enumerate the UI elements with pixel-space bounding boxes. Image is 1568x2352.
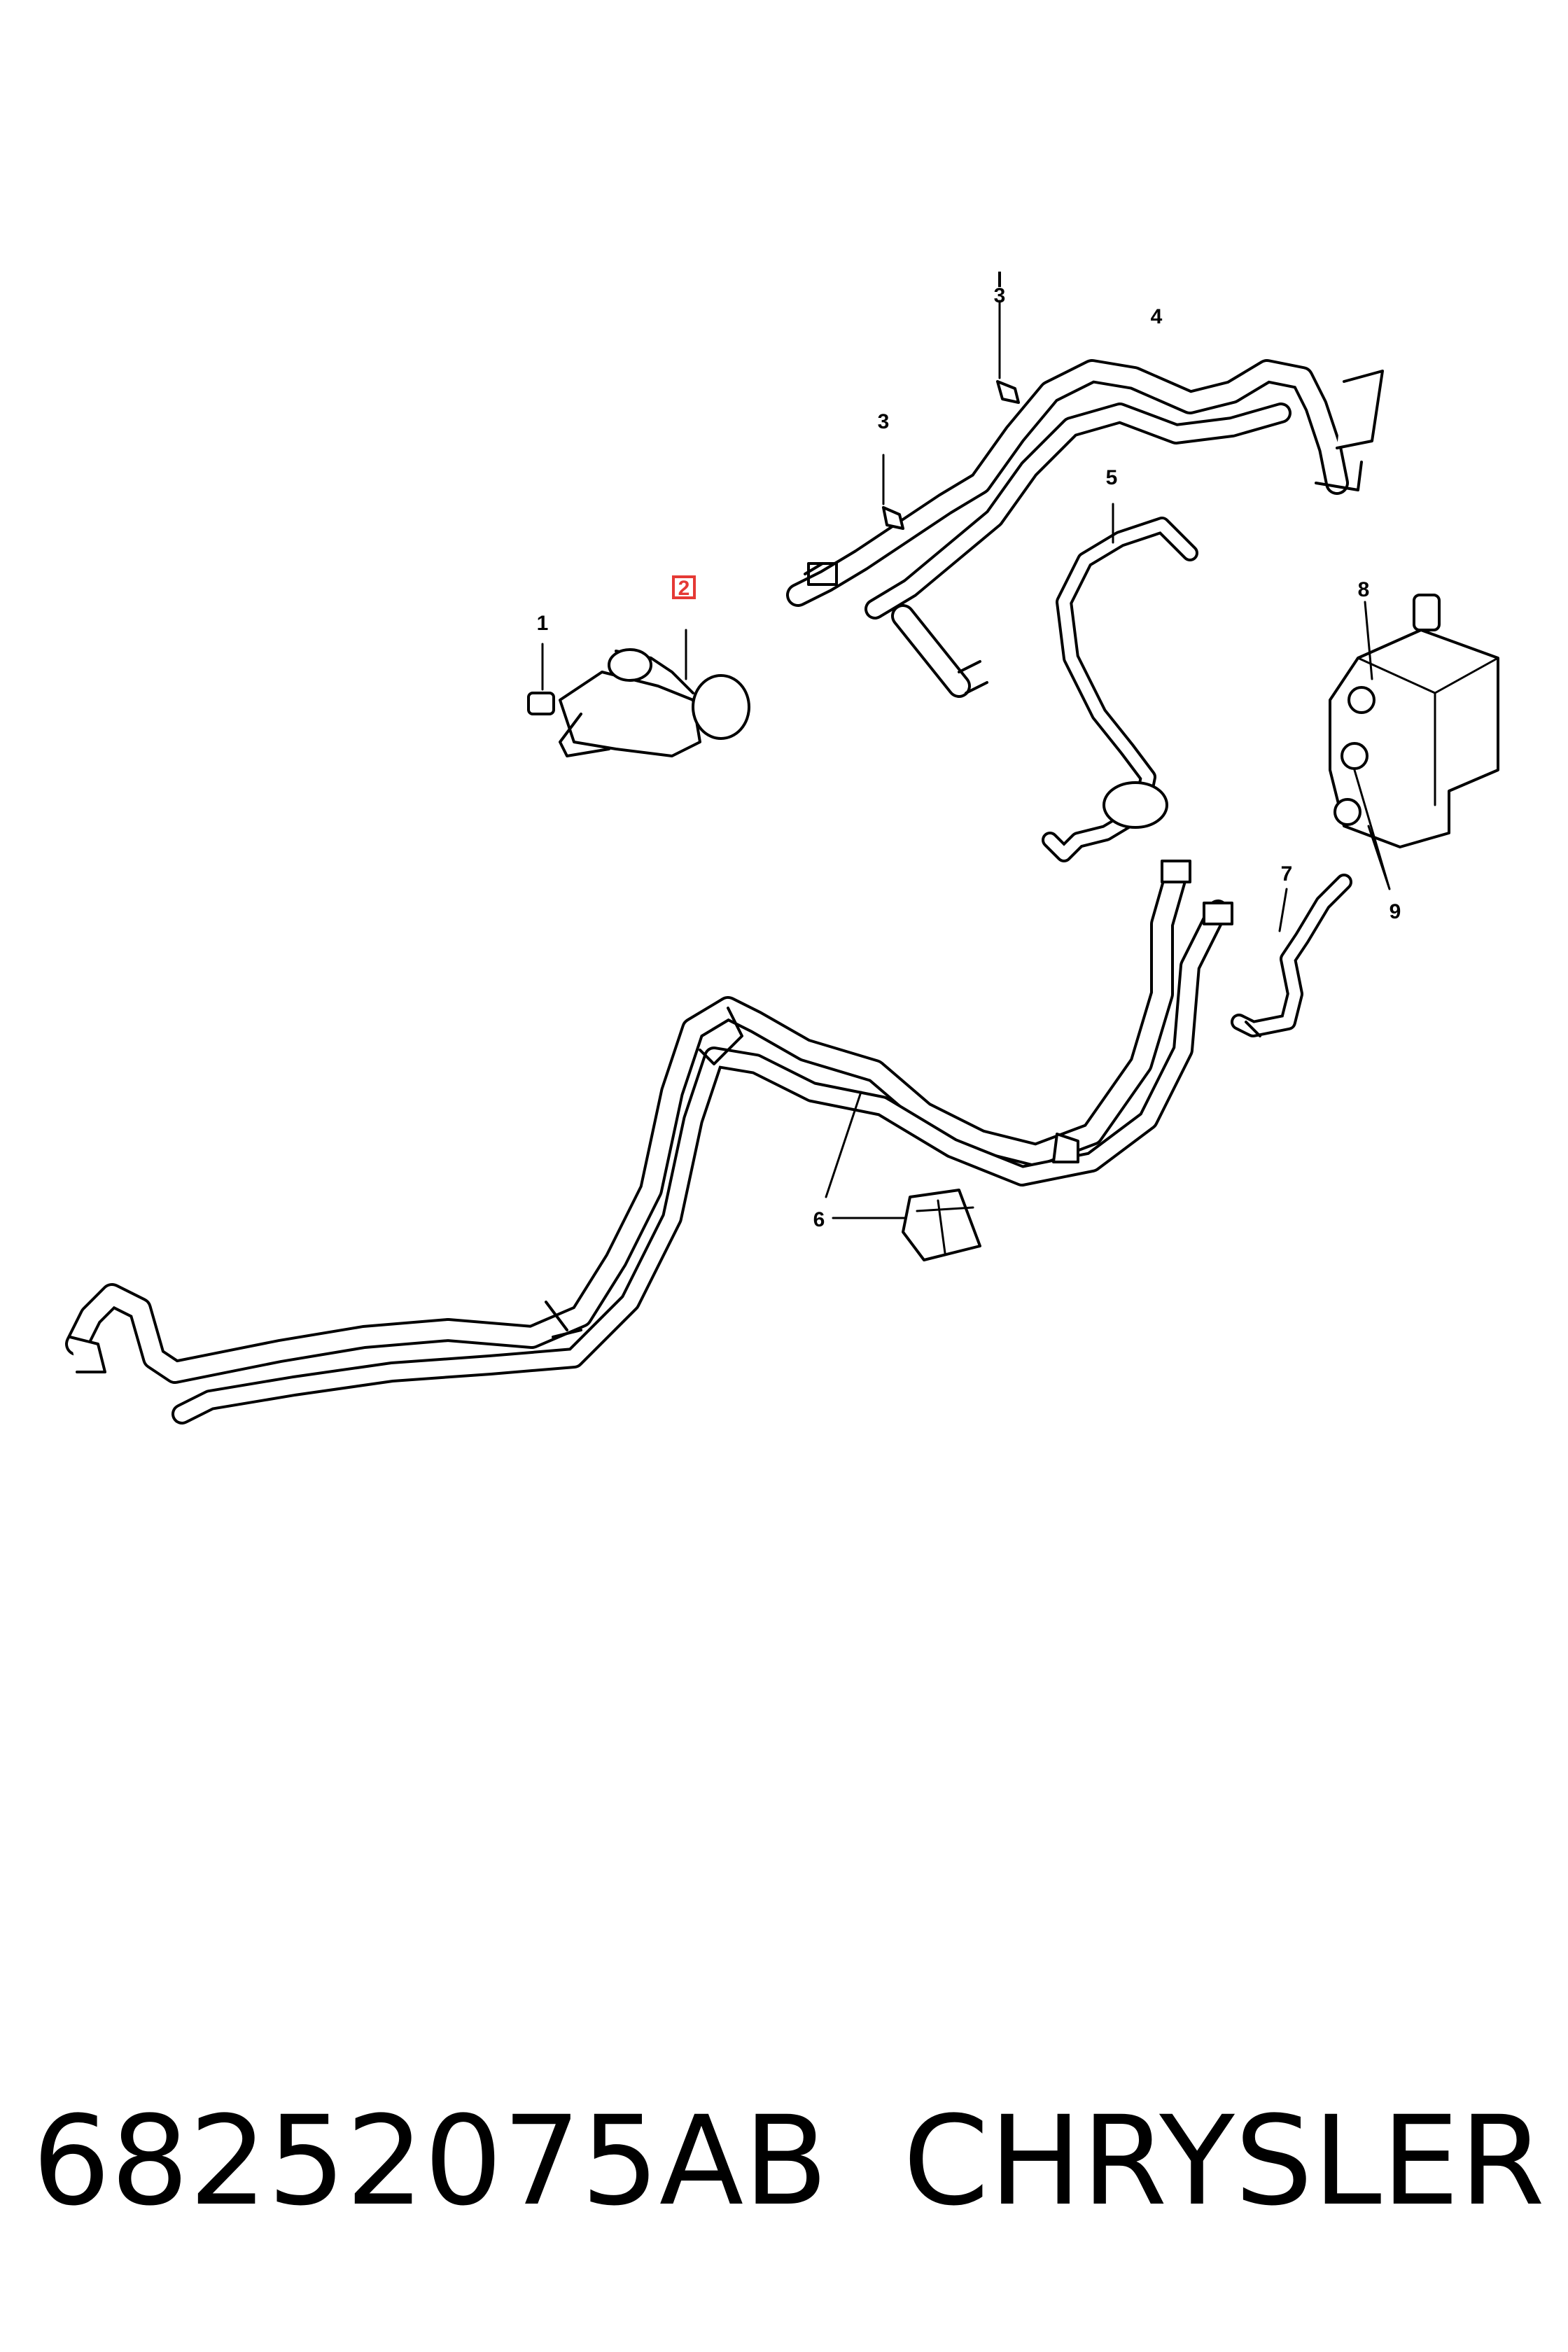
callout-1: 1 xyxy=(537,612,549,635)
filter-tube xyxy=(1042,503,1198,862)
leader-9 xyxy=(1353,769,1391,890)
callout-7: 7 xyxy=(1281,862,1293,886)
upper-hose-assembly xyxy=(786,359,1384,698)
short-tube xyxy=(1231,874,1352,1037)
valve-assembly xyxy=(559,629,750,757)
callout-3-lower: 3 xyxy=(878,410,890,433)
heater-module xyxy=(1329,594,1499,848)
callout-2: 2 xyxy=(678,577,690,600)
callout-5: 5 xyxy=(1106,466,1118,489)
bolt-upper xyxy=(996,300,1020,404)
part-number: 68252075AB xyxy=(32,2090,828,2233)
callout-9: 9 xyxy=(1390,900,1401,923)
callout-4: 4 xyxy=(1151,305,1163,328)
brand-name: CHRYSLER xyxy=(903,2090,1546,2233)
clip xyxy=(527,643,555,715)
callout-6: 6 xyxy=(813,1208,825,1231)
callout-8: 8 xyxy=(1358,578,1370,601)
callout-3-upper: 3 xyxy=(994,284,1006,307)
bolt-lower xyxy=(882,454,904,530)
main-line-assembly xyxy=(65,860,1261,1424)
callout-2-highlight xyxy=(672,575,696,599)
footer: 68252075AB CHRYSLER xyxy=(0,2072,1568,2282)
